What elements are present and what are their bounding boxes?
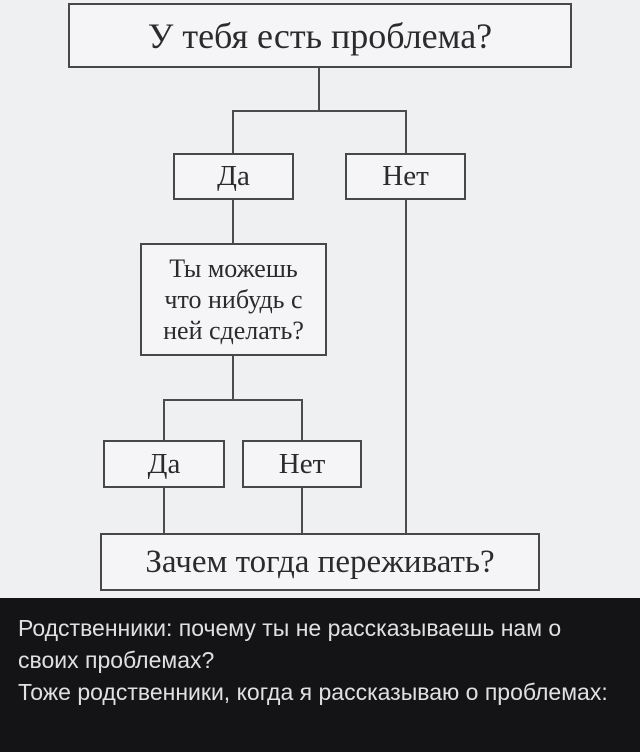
connector-line [232,200,234,243]
question-2-line: что нибудь с [164,285,303,314]
flowchart-image: У тебя есть проблема? Да Нет Ты можешь ч… [0,0,640,598]
connector-line [405,200,407,533]
connector-line [318,68,320,112]
flowchart-node-yes-2: Да [103,440,225,488]
flowchart-node-yes-1: Да [173,153,294,200]
flowchart-node-end: Зачем тогда переживать? [100,533,540,591]
connector-line [301,488,303,533]
question-2-line: Ты можешь [169,254,298,283]
flowchart-node-no-2: Нет [242,440,362,488]
flowchart-node-question-2: Ты можешь что нибудь с ней сделать? [140,243,327,356]
connector-line [232,356,234,400]
question-2-line: ней сделать? [163,316,304,345]
connector-line [301,401,303,440]
connector-line [163,401,165,440]
flowchart-node-start: У тебя есть проблема? [68,3,572,68]
connector-line [405,112,407,153]
connector-line [232,110,407,112]
caption-line-2: Тоже родственники, когда я рассказываю о… [18,679,608,705]
meme-caption: Родственники: почему ты не рассказываешь… [0,598,640,752]
connector-line [232,112,234,153]
caption-line-1: Родственники: почему ты не рассказываешь… [18,615,562,673]
flowchart-node-no-1: Нет [345,153,466,200]
flowchart-node-question-2-text: Ты можешь что нибудь с ней сделать? [163,253,304,346]
connector-line [163,399,303,401]
connector-line [163,488,165,533]
